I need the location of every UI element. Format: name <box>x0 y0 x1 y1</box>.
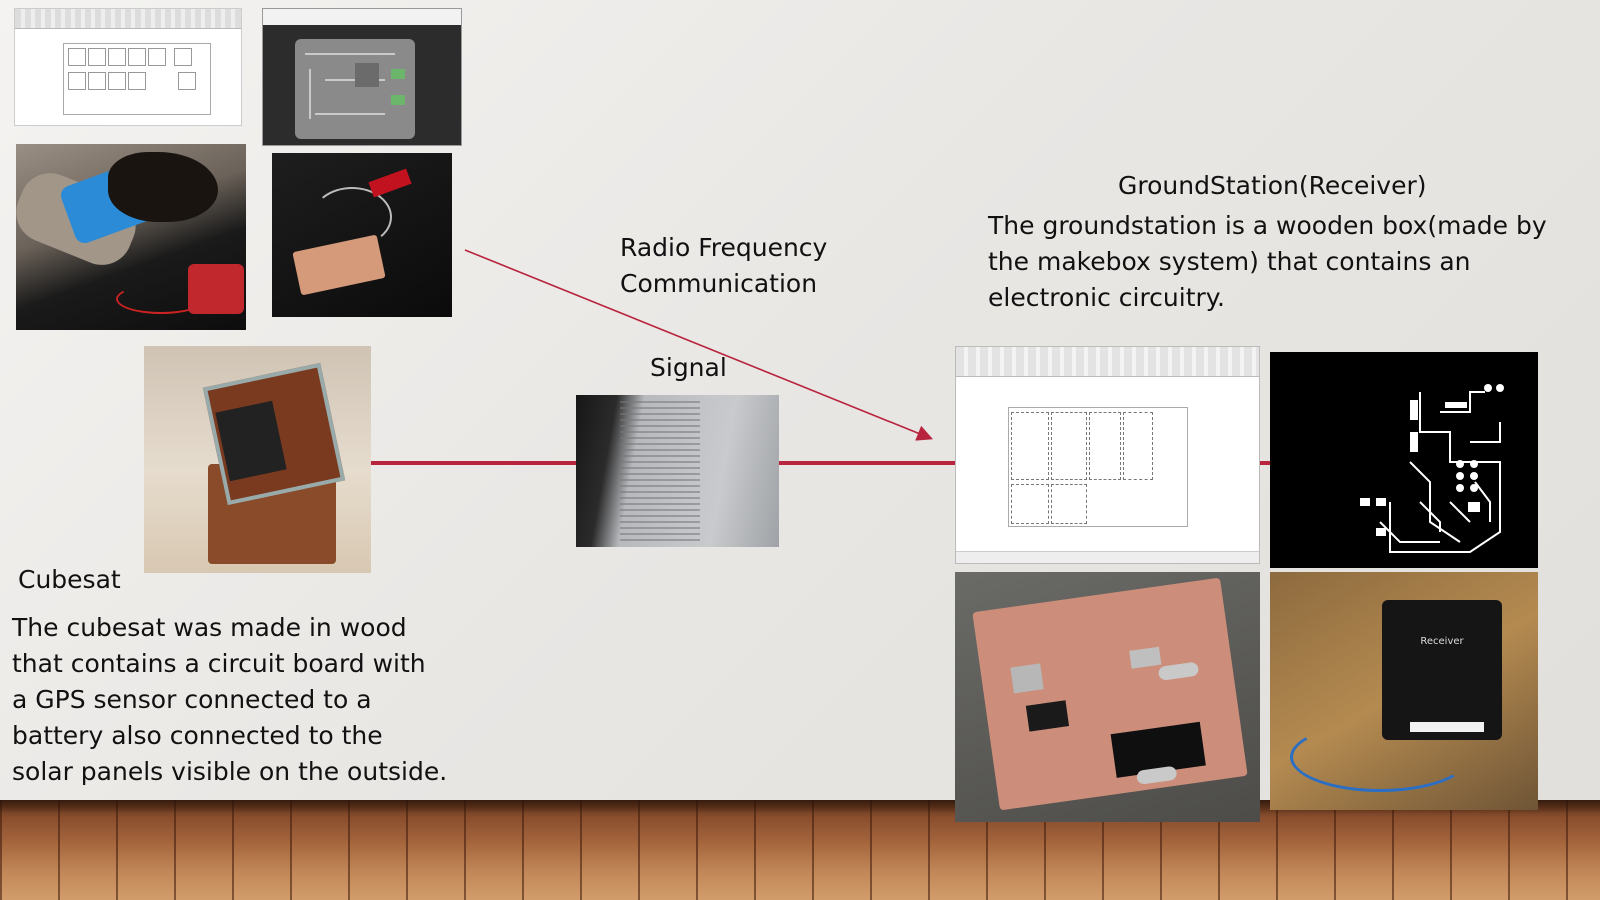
person-soldering-photo <box>16 144 246 330</box>
connector-line-groundstation <box>1260 461 1270 465</box>
cubesat-line-2: that contains a circuit board with <box>12 649 426 678</box>
groundstation-line-1: The groundstation is a wooden box(made b… <box>988 211 1547 240</box>
rf-label-line-1: Radio Frequency <box>620 233 828 262</box>
pcb-design-screenshot <box>262 8 462 146</box>
cubesat-title: Cubesat <box>18 565 121 594</box>
groundstation-title: GroundStation(Receiver) <box>1118 171 1427 200</box>
cubesat-line-3: a GPS sensor connected to a <box>12 685 372 714</box>
cubesat-line-4: battery also connected to the <box>12 721 383 750</box>
signal-data-screen-photo <box>576 395 779 547</box>
pcb-trace-layout-image <box>1270 352 1538 568</box>
rf-communication-label: Radio Frequency Communication <box>620 230 880 302</box>
cubesat-description: The cubesat was made in wood that contai… <box>12 610 472 790</box>
groundstation-line-3: electronic circuitry. <box>988 283 1225 312</box>
groundstation-line-2: the makebox system) that contains an <box>988 247 1471 276</box>
cubesat-line-1: The cubesat was made in wood <box>12 613 407 642</box>
box-design-cad-screenshot <box>955 346 1260 564</box>
circuit-board-photo <box>272 153 452 317</box>
rf-label-line-2: Communication <box>620 269 818 298</box>
connector-line-cubesat-signal <box>371 461 576 465</box>
receiver-box-label: Receiver <box>1420 636 1464 647</box>
cubesat-photo <box>144 346 371 573</box>
laser-cut-design-screenshot <box>14 8 242 126</box>
copper-circuit-board-photo <box>955 572 1260 822</box>
signal-label: Signal <box>650 353 727 382</box>
cubesat-line-5: solar panels visible on the outside. <box>12 757 448 786</box>
receiver-box-photo: Receiver <box>1270 572 1538 810</box>
groundstation-description: The groundstation is a wooden box(made b… <box>988 208 1588 316</box>
wood-floor-decoration <box>0 800 1600 900</box>
connector-line-signal-groundstation <box>779 461 955 465</box>
